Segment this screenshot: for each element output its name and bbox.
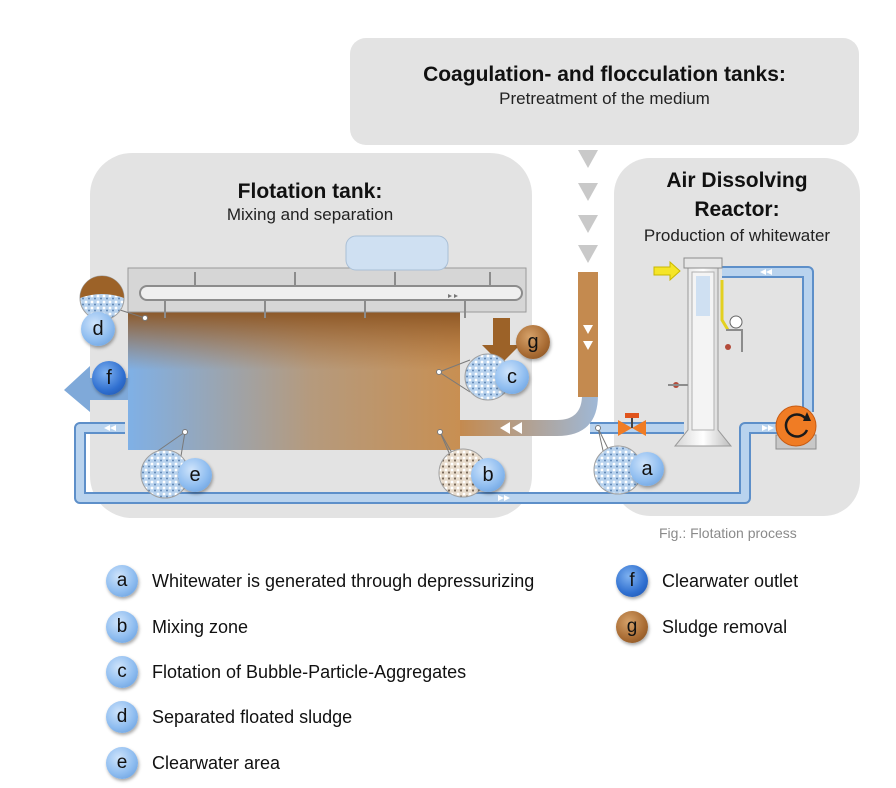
reactor-subtitle: Production of whitewater (643, 226, 831, 245)
air-inlet-arrow (653, 260, 681, 282)
figure-caption: Fig.: Flotation process (659, 525, 797, 541)
reactor-vessel (668, 257, 743, 447)
reactor-title-line1: Air Dissolving (666, 169, 808, 192)
marker-f: f (92, 361, 126, 395)
feed-arrows (578, 150, 598, 263)
legend-item-e: e Clearwater area (106, 746, 280, 780)
reactor-title-line2: Reactor: (694, 198, 780, 221)
legend-item-b: b Mixing zone (106, 610, 248, 644)
flotation-subtitle: Mixing and separation (226, 205, 394, 224)
scraper-belt (139, 285, 523, 301)
marker-b: b (471, 458, 505, 492)
legend-item-f: f Clearwater outlet (616, 564, 798, 598)
legend-item-a: a Whitewater is generated through depres… (106, 564, 534, 598)
legend-text-c: Flotation of Bubble-Particle-Aggregates (152, 661, 467, 682)
marker-a: a (630, 452, 664, 486)
flotation-title: Flotation tank: (237, 180, 383, 203)
coag-subtitle: Pretreatment of the medium (499, 89, 710, 108)
legend-badge-f: f (616, 565, 648, 597)
legend-badge-g: g (616, 611, 648, 643)
legend-text-f: Clearwater outlet (662, 570, 799, 591)
marker-g: g (516, 325, 550, 359)
marker-e: e (178, 458, 212, 492)
sludge-outlet (482, 318, 520, 364)
legend-text-b: Mixing zone (152, 616, 249, 637)
legend-badge-c: c (106, 656, 138, 688)
coag-panel (350, 38, 859, 145)
legend-badge-d: d (106, 701, 138, 733)
legend-text-e: Clearwater area (152, 752, 281, 773)
pump-icon (775, 405, 817, 450)
legend-badge-e: e (106, 747, 138, 779)
legend-item-d: d Separated floated sludge (106, 700, 352, 734)
legend-badge-a: a (106, 565, 138, 597)
legend-badge-b: b (106, 611, 138, 643)
coag-title: Coagulation- and flocculation tanks: (423, 63, 786, 86)
marker-d: d (81, 312, 115, 346)
marker-c: c (495, 360, 529, 394)
legend-item-g: g Sludge removal (616, 610, 787, 644)
valve-icon (618, 413, 646, 436)
flow-chevrons (104, 269, 774, 501)
legend-text-g: Sludge removal (662, 616, 788, 637)
legend-item-c: c Flotation of Bubble-Particle-Aggregate… (106, 655, 466, 689)
sludge-layer (128, 310, 460, 370)
legend-text-d: Separated floated sludge (152, 706, 353, 727)
legend-text-a: Whitewater is generated through depressu… (152, 570, 535, 591)
